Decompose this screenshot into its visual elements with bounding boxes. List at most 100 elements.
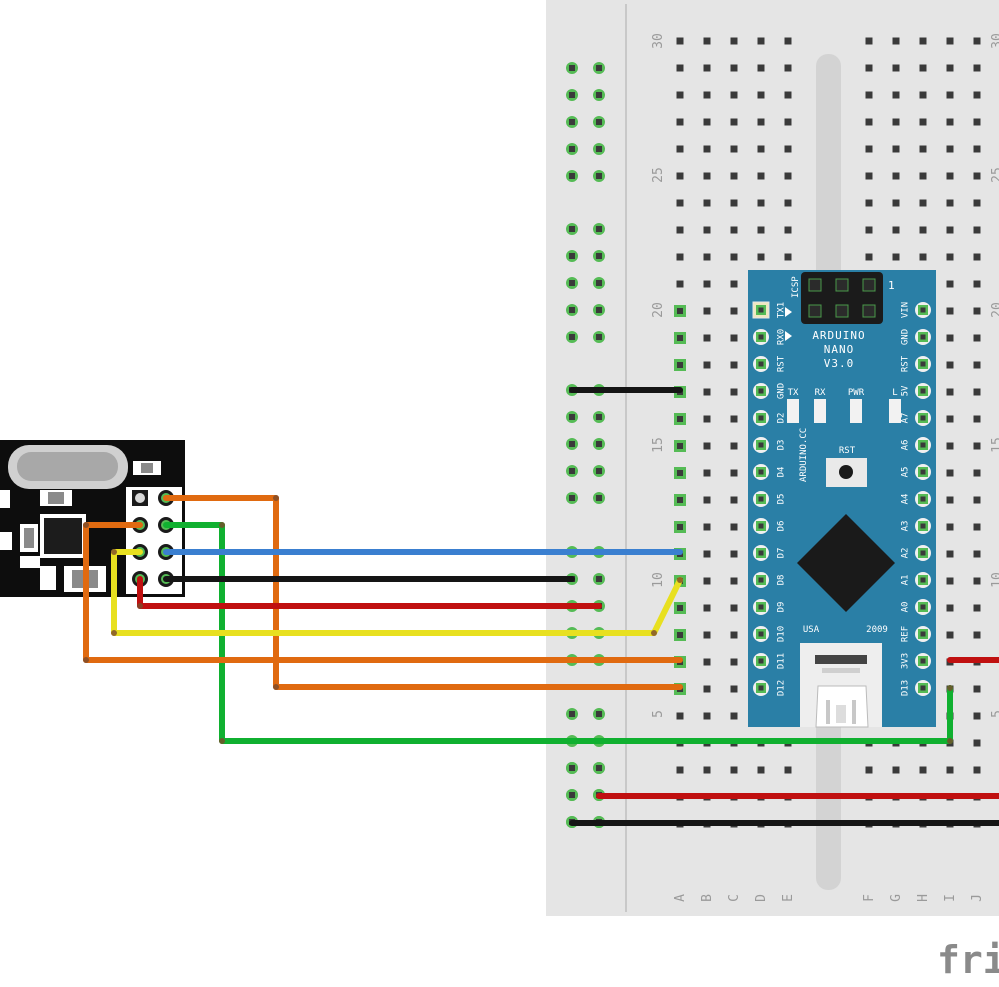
breadboard-hole [676, 253, 684, 261]
breadboard-hole [946, 307, 954, 315]
rail-hole-core [596, 441, 602, 447]
row-label-10: 10 [651, 572, 666, 588]
breadboard-hole [865, 64, 873, 72]
rail-hole-core [596, 765, 602, 771]
breadboard-hole [946, 388, 954, 396]
breadboard-hole [946, 631, 954, 639]
breadboard-hole [757, 118, 765, 126]
row-label-15: 15 [651, 437, 666, 453]
arduino-pin-label-right: A7 [901, 413, 911, 424]
arduino-pin-label-left: RST [777, 355, 787, 372]
breadboard-hole [730, 577, 738, 585]
rail-hole-core [596, 495, 602, 501]
pin1-marker-arrow [785, 307, 792, 317]
column-label-C: C [727, 894, 742, 902]
breadboard-hole [757, 199, 765, 207]
arduino-pin-hole [920, 334, 926, 340]
breadboard-hole [973, 766, 981, 774]
rail-hole-core [569, 119, 575, 125]
arduino-title-2: NANO [824, 343, 855, 356]
arduino-pin-label-right: A3 [901, 521, 911, 532]
arduino-pin-label-left: D10 [777, 626, 787, 642]
wire-bend-point [219, 738, 225, 744]
usb-connector [800, 643, 882, 728]
wire-bend-point [947, 738, 953, 744]
breadboard-hole [730, 550, 738, 558]
arduino-pin-label-left: D11 [777, 653, 787, 669]
arduino-pin-label-left: D3 [777, 440, 787, 451]
row-label-right-5: 5 [990, 710, 999, 718]
breadboard-hole-core [677, 362, 683, 368]
breadboard-hole [676, 766, 684, 774]
rail-hole-core [569, 792, 575, 798]
breadboard-hole [730, 280, 738, 288]
arduino-pin-label-left: D5 [777, 494, 787, 505]
arduino-pin-hole [758, 685, 764, 691]
breadboard-hole [946, 361, 954, 369]
row-label-20: 20 [651, 302, 666, 318]
icsp-pins [808, 278, 876, 318]
arduino-pin-label-right: GND [901, 329, 911, 345]
breadboard-hole [730, 226, 738, 234]
site-label: ARDUINO.CC [799, 428, 809, 482]
column-label-J: J [970, 894, 985, 902]
usa-label: USA [803, 625, 820, 635]
arduino-pin-label-left: D8 [777, 575, 787, 586]
breadboard-hole [703, 226, 711, 234]
breadboard-hole [703, 658, 711, 666]
rail-hole-core [569, 441, 575, 447]
rail-hole-core [569, 92, 575, 98]
breadboard-hole-core [677, 416, 683, 422]
wire-red-power [137, 576, 602, 609]
row-label-right-20: 20 [990, 302, 999, 318]
breadboard-hole [676, 91, 684, 99]
breadboard-hole [946, 334, 954, 342]
arduino-pin-label-left: D12 [777, 680, 787, 696]
breadboard-hole [973, 496, 981, 504]
breadboard-hole [973, 253, 981, 261]
arduino-pin-hole [920, 307, 926, 313]
breadboard-hole-core [677, 605, 683, 611]
breadboard-hole [946, 280, 954, 288]
nrf24l01-module [0, 440, 185, 597]
breadboard-hole [973, 145, 981, 153]
breadboard-hole [703, 604, 711, 612]
wire-bend-point [677, 577, 683, 583]
smd-component-6 [40, 566, 56, 590]
rail-hole-core [569, 711, 575, 717]
smd-component-2 [0, 490, 10, 508]
rail-hole-core [569, 765, 575, 771]
led-label-l: L [892, 388, 897, 398]
breadboard-hole [730, 442, 738, 450]
arduino-pin-label-right: 3V3 [901, 653, 911, 669]
breadboard-hole [973, 739, 981, 747]
arduino-pin-hole [758, 469, 764, 475]
breadboard-hole [730, 496, 738, 504]
breadboard-hole [784, 766, 792, 774]
breadboard-hole [865, 253, 873, 261]
breadboard-hole [892, 118, 900, 126]
breadboard-hole [730, 766, 738, 774]
breadboard-hole [730, 91, 738, 99]
breadboard-hole [676, 172, 684, 180]
breadboard-hole [676, 37, 684, 45]
breadboard-hole [973, 199, 981, 207]
row-label-right-10: 10 [990, 572, 999, 588]
rail-hole-core [569, 65, 575, 71]
breadboard-hole [730, 118, 738, 126]
arduino-pin-label-left: GND [777, 383, 787, 399]
breadboard-hole [703, 307, 711, 315]
breadboard-hole [892, 64, 900, 72]
rail-hole-core [596, 711, 602, 717]
breadboard-hole [946, 199, 954, 207]
arduino-pin-label-left: D9 [777, 602, 787, 613]
breadboard-hole [676, 226, 684, 234]
breadboard-hole [784, 172, 792, 180]
breadboard-hole-core [677, 524, 683, 530]
breadboard-hole [946, 226, 954, 234]
row-label-right-30: 30 [990, 33, 999, 49]
breadboard-hole [730, 37, 738, 45]
